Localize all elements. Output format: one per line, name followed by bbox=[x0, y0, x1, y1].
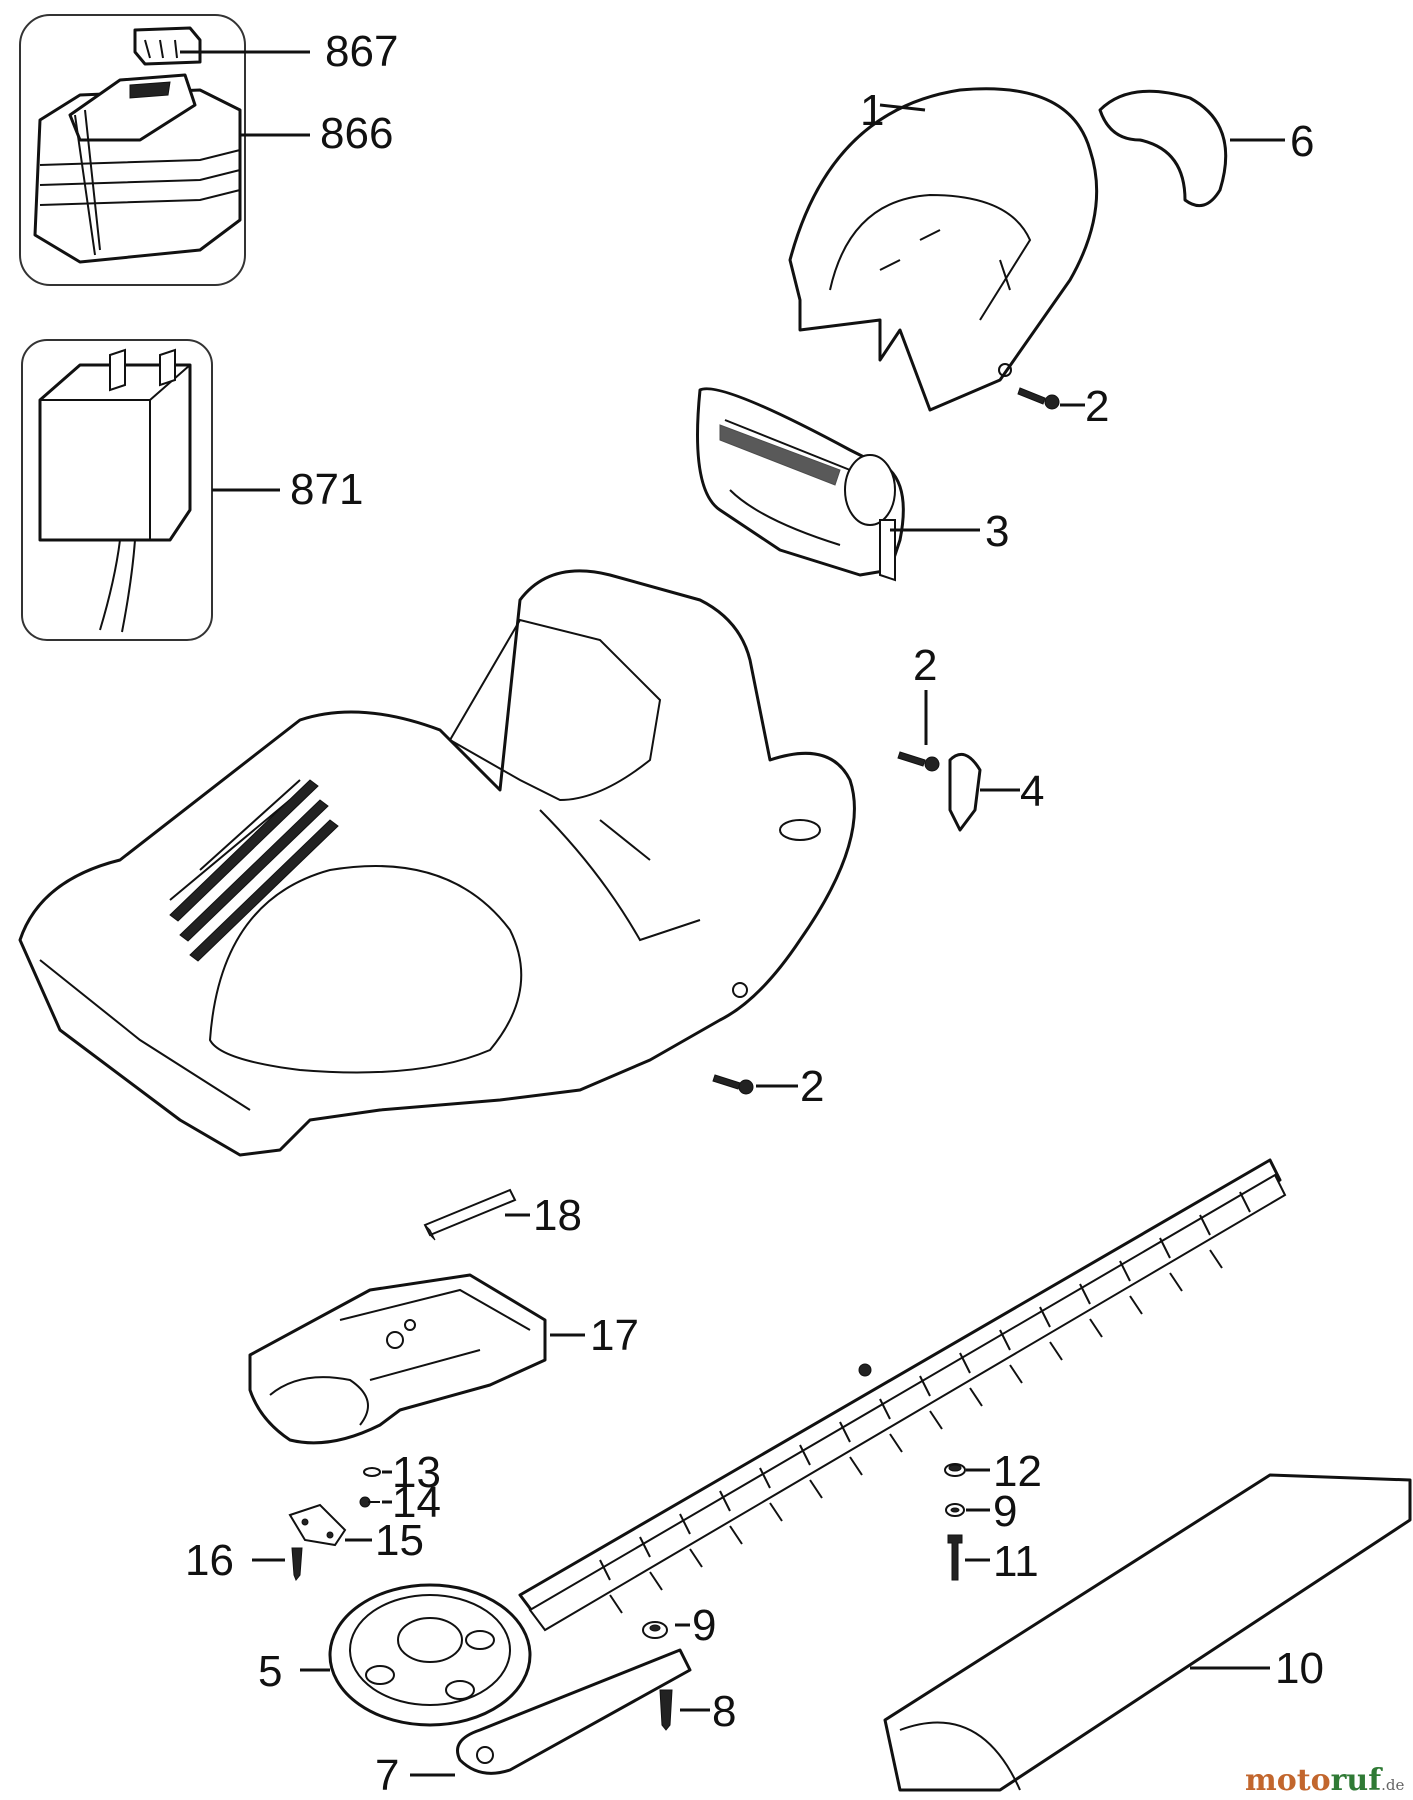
screw-8 bbox=[659, 1689, 673, 1731]
blade-assembly bbox=[518, 1158, 1287, 1632]
washer-9-right bbox=[945, 1503, 965, 1517]
connecting-rod-7 bbox=[456, 1648, 692, 1775]
callout-13: 13 bbox=[392, 1448, 441, 1497]
callout-14: 14 bbox=[392, 1478, 441, 1527]
callout-15: 15 bbox=[375, 1516, 424, 1565]
front-handle-3 bbox=[696, 387, 905, 582]
callout-9-right: 9 bbox=[993, 1487, 1017, 1536]
screw-14 bbox=[359, 1496, 380, 1508]
callout-2-lower: 2 bbox=[800, 1062, 824, 1111]
plate-18 bbox=[423, 1188, 517, 1241]
callout-1: 1 bbox=[860, 86, 884, 135]
screw-2-top bbox=[1017, 387, 1060, 410]
callout-2-top: 2 bbox=[1085, 382, 1109, 431]
callout-867: 867 bbox=[325, 27, 398, 76]
callout-7: 7 bbox=[375, 1751, 399, 1800]
callout-10: 10 bbox=[1275, 1644, 1324, 1693]
callout-866: 866 bbox=[320, 109, 393, 158]
washer-13 bbox=[363, 1467, 381, 1477]
bracket-15 bbox=[288, 1503, 347, 1547]
label-sticker-6 bbox=[1098, 89, 1228, 208]
clip-4 bbox=[948, 752, 982, 832]
blade-guard-1 bbox=[788, 87, 1099, 412]
nut-12 bbox=[944, 1463, 966, 1477]
screw-2-lower bbox=[712, 1074, 754, 1095]
svg-text:motoruf.de: motoruf.de bbox=[1245, 1763, 1405, 1798]
callout-9-lower: 9 bbox=[692, 1601, 716, 1650]
watermark-part1: moto bbox=[1245, 1763, 1331, 1798]
blade-teeth bbox=[599, 1191, 1251, 1614]
screw-16 bbox=[291, 1547, 303, 1581]
callout-12: 12 bbox=[993, 1447, 1042, 1496]
callout-4: 4 bbox=[1020, 767, 1044, 816]
blade-sheath-10 bbox=[883, 1473, 1412, 1792]
callout-3: 3 bbox=[985, 507, 1009, 556]
callout-16: 16 bbox=[185, 1536, 234, 1585]
callout-6: 6 bbox=[1290, 117, 1314, 166]
callout-11: 11 bbox=[993, 1537, 1039, 1586]
callout-18: 18 bbox=[533, 1191, 582, 1240]
washer-9-lower bbox=[642, 1621, 668, 1639]
bolt-11 bbox=[947, 1534, 963, 1581]
battery-terminal-867 bbox=[133, 26, 202, 66]
main-housing bbox=[18, 569, 856, 1157]
callout-17: 17 bbox=[590, 1311, 639, 1360]
callout-871: 871 bbox=[290, 465, 363, 514]
gearbox-cover-17 bbox=[248, 1273, 547, 1445]
watermark-part2: ruf bbox=[1331, 1763, 1384, 1798]
watermark-suffix: .de bbox=[1381, 1776, 1404, 1794]
callout-2-middle: 2 bbox=[913, 641, 937, 690]
callout-5: 5 bbox=[258, 1647, 282, 1696]
charger-871 bbox=[38, 348, 192, 633]
battery-pack-866 bbox=[33, 73, 242, 264]
gear-5 bbox=[328, 1583, 532, 1727]
callout-8: 8 bbox=[712, 1687, 736, 1736]
vent-slots bbox=[169, 779, 339, 962]
screw-2-middle bbox=[897, 751, 940, 772]
watermark: motoruf.de bbox=[1245, 1763, 1405, 1798]
